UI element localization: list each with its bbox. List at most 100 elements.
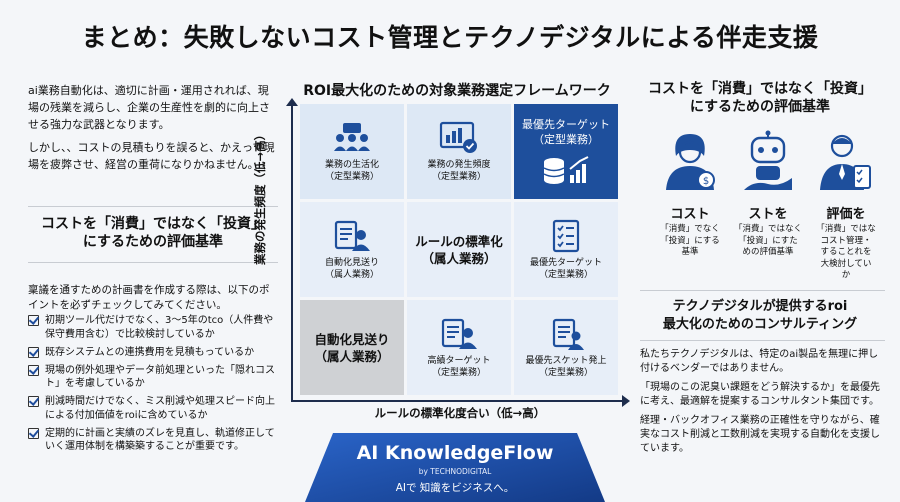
matrix-cell-r1c3: 最優先ターゲット（定型業務） [514,104,618,199]
cell-label: 業務の発生頻度 [427,159,491,170]
brand-byline: by TECHNODIGITAL [418,467,492,476]
cell-label: 最優先ターゲット [522,117,610,131]
consulting-heading-line-2: 最大化のためのコンサルティング [662,317,858,332]
matrix-cell-r2c2: ルールの標準化（属人業務） [407,202,511,297]
brand-tagline: AIで 知識をビジネスへ。 [395,482,515,494]
divider [640,290,885,291]
persona-desc-line: 「消費」でなく [660,224,720,234]
cell-sublabel: （定型業務） [538,367,593,378]
intro-text: ai業務自動化は、適切に計画・運用されれば、現場の残業を減らし、企業の生産性を劇… [28,82,278,173]
persona-robot: ストを 「消費」ではなく 「投資」にすた めの評価基準 [730,130,806,259]
checkbox-checked-icon [28,427,39,439]
persona-desc-line: 「消費」ではなく [733,224,802,234]
persona-desc-line: 「投資」にすた [738,235,798,246]
cell-label: 業務の生活化 [324,159,379,170]
x-axis-arrow [291,395,630,407]
matrix-cell-r3c2: 高績ターゲット（定型業務） [407,300,511,395]
persona-cost: $ コスト 「消費」でなく 「投資」にする 基準 [652,130,728,259]
persona-desc-line: か [841,270,851,280]
persona-desc: 「消費」でなく 「投資」にする 基準 [652,224,728,259]
businessman-checklist-icon [820,134,871,190]
left-heading-line-2: にするための評価基準 [82,234,224,250]
persona-desc-line: 「消費」ではな [816,224,876,234]
matrix-cell-r2c1: 自動化見送り（属人業務） [300,202,404,297]
person-document-icon [441,318,477,349]
right-heading-line-1: コストを「消費」ではなく「投資」 [648,81,872,97]
right-section-heading: コストを「消費」ではなく「投資」 にするための評価基準 [640,80,880,116]
persona-name: 評価を [826,207,866,222]
cell-sublabel: （定型業務） [431,171,486,182]
x-axis-label: ルールの標準化度合い（低→高） [374,406,546,420]
persona-desc-line: 大検討してい [820,258,872,269]
dashboard-check-icon [439,121,477,153]
checklist-item-text: 定期的に計画と実績のズレを見直し、軌道修正していく運用体制を構築築することが重要… [45,427,275,453]
persona-desc-line: 「投資」にする [660,235,720,246]
cell-sublabel: （定型業務） [431,367,486,378]
cell-sublabel: （定型業務） [324,171,379,182]
cell-label: ルールの標準化 [415,233,503,249]
cell-sublabel: （定型業務） [538,269,593,280]
persona-desc-line: することれを [820,247,872,257]
svg-text:$: $ [703,176,709,187]
banner-background [305,433,605,502]
consulting-body: 私たちテクノデジタルは、特定のai製品を無理に押し付けるベンダーではありません。… [640,348,885,456]
businesswoman-coin-icon: $ [666,134,715,190]
cell-label: 自動化見送り [314,331,390,347]
matrix-cell-r2c3: 最優先ターゲット（定型業務） [514,202,618,297]
divider [28,262,278,263]
matrix-cell-r1c1: 業務の生活化（定型業務） [300,104,404,199]
cell-label: 最優先ターゲット [529,257,602,268]
brand-logo-name: AI KnowledgeFlow [356,442,554,464]
checklist-item: 削減時間だけでなく、ミス削減や処理スピード向上による付加価値をroiに含めている… [28,395,280,422]
person-document-icon [552,318,584,350]
checklist-item: 現場の例外処理やデータ前処理といった「隠れコスト」を考慮しているか [28,364,280,391]
right-heading-line-2: にするための評価基準 [689,99,831,115]
checklist: 初期ツール代だけでなく、3〜5年のtco（人件費や保守費用含む）で比較検討してい… [28,314,280,458]
left-section-heading: コストを「消費」ではなく「投資」 にするための評価基準 [28,215,278,251]
page-title: まとめ：失敗しないコスト管理とテクノデジタルによる伴走支援 [81,23,819,52]
consulting-paragraph-1: 私たちテクノデジタルは、特定のai製品を無理に押し付けるベンダーではありません。 [640,349,879,374]
matrix-cell-r1c2: 業務の発生頻度（定型業務） [407,104,511,199]
divider [640,340,885,341]
checklist-item-text: 初期ツール代だけでなく、3〜5年のtco（人件費や保守費用含む）で比較検討してい… [45,315,274,340]
persona-desc-line: コスト管理・ [820,235,872,246]
checklist-item: 定期的に計画と実績のズレを見直し、軌道修正していく運用体制を構築築することが重要… [28,427,280,454]
y-axis-arrow [286,98,298,402]
consulting-heading-line-1: テクノデジタルが提供するroi [672,299,848,314]
matrix-cell-r3c1: 自動化見送り（属人業務） [300,300,404,395]
checklist-lead: 稟議を通すための計画書を作成する際は、以下のポイントを必ずチェックしてみてくださ… [28,284,270,311]
cell-sublabel: （定型業務） [533,132,599,146]
checklist-item-text: 現場の例外処理やデータ前処理といった「隠れコスト」を考慮しているか [45,364,275,390]
left-heading-line-1: コストを「消費」ではなく「投資」 [41,216,265,232]
person-document-icon [334,220,370,251]
y-axis-label: 業務の発生頻度（低→高） [253,128,267,265]
matrix-grid: 業務の生活化（定型業務） 業務の発生頻度（定型業務） 最優先ターゲット（定型業務… [300,104,618,395]
checklist-item-text: 既存システムとの連携費用を見積もっているか [45,346,255,358]
persona-desc-line: 基準 [681,247,699,257]
persona-desc-line: めの評価基準 [742,247,794,257]
team-meeting-icon [334,122,370,151]
persona-name: コスト [670,207,710,222]
cell-label: 高績ターゲット [427,355,491,366]
cell-label: 最優先スケット発上 [525,355,607,366]
cell-sublabel: （属人業務） [314,348,390,364]
checkbox-checked-icon [28,364,39,376]
divider [28,206,278,207]
coins-growth-icon [543,155,589,184]
persona-evaluator: 評価を 「消費」ではな コスト管理・ することれを 大検討してい か [808,130,884,282]
evaluation-personas: $ コスト 「消費」でなく 「投資」にする 基準 ストを 「消費」ではなく 「投… [652,130,892,280]
checkbox-checked-icon [28,346,39,358]
matrix-cell-r3c3: 最優先スケット発上（定型業務） [514,300,618,395]
matrix-title: ROI最大化のための対象業務選定フレームワーク [303,83,611,99]
checkbox-checked-icon [28,396,39,407]
persona-desc: 「消費」ではなく 「投資」にすた めの評価基準 [730,224,806,259]
brand-banner: AI KnowledgeFlow by TECHNODIGITAL AIで 知識… [305,433,605,502]
checkbox-checked-icon [28,315,39,326]
checklist-item: 初期ツール代だけでなく、3〜5年のtco（人件費や保守費用含む）で比較検討してい… [28,314,280,341]
consulting-heading: テクノデジタルが提供するroi 最大化のためのコンサルティング [640,298,880,334]
cell-label: 自動化見送り [324,257,379,268]
cell-sublabel: （属人業務） [421,250,497,266]
consulting-paragraph-2: 「現場のこの泥臭い課題をどう解決するか」を最優先に考え、最適解を提案するコンサル… [640,382,880,407]
checklist-icon [552,219,580,252]
persona-desc: 「消費」ではな コスト管理・ することれを 大検討してい か [808,224,884,282]
